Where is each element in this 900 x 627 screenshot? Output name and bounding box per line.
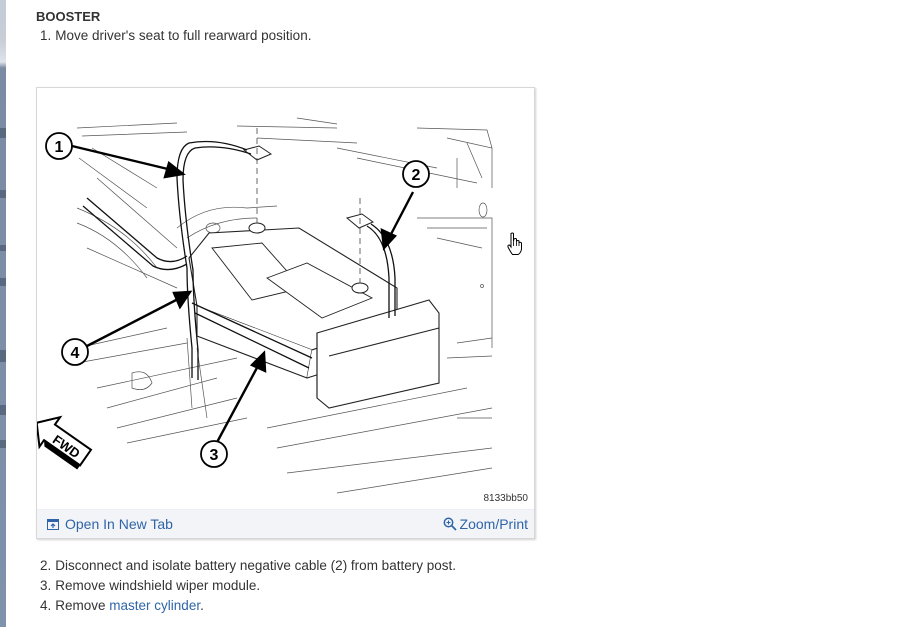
step-text: Remove windshield wiper module. xyxy=(55,578,261,593)
step-text: Move driver's seat to full rearward posi… xyxy=(55,28,312,43)
step-text: Disconnect and isolate battery negative … xyxy=(55,558,456,573)
step-item: 1.Move driver's seat to full rearward po… xyxy=(40,26,896,46)
step-number: 3. xyxy=(40,578,52,593)
figure-caption-bar: Open In New Tab Zoom/Print xyxy=(37,509,534,538)
hand-pointer-cursor-icon xyxy=(507,232,522,255)
zoom-print-label: Zoom/Print xyxy=(459,516,528,532)
zoom-print-link[interactable]: Zoom/Print xyxy=(443,516,528,532)
procedure-section: BOOSTER 1.Move driver's seat to full rea… xyxy=(36,8,896,46)
callout-4: 4 xyxy=(71,345,80,362)
step-item: 4.Remove master cylinder. xyxy=(40,596,456,616)
battery-diagram-image[interactable]: 1 2 4 3 FWD 8133bb50 xyxy=(37,88,534,508)
step-number: 1. xyxy=(40,28,52,43)
callout-1: 1 xyxy=(55,139,64,156)
step-item: 3.Remove windshield wiper module. xyxy=(40,576,456,596)
step-item: 2.Disconnect and isolate battery negativ… xyxy=(40,556,456,576)
open-in-new-tab-label: Open In New Tab xyxy=(65,516,173,532)
callout-3: 3 xyxy=(210,447,219,464)
master-cylinder-link[interactable]: master cylinder xyxy=(109,598,201,613)
step-text-prefix: Remove xyxy=(55,598,110,613)
zoom-in-magnifier-icon xyxy=(443,517,457,531)
forward-direction-arrow-icon: FWD xyxy=(37,415,93,470)
battery-line-drawing: 1 2 4 3 FWD xyxy=(37,117,493,494)
step-number: 2. xyxy=(40,558,52,573)
procedure-steps-continued: 2.Disconnect and isolate battery negativ… xyxy=(36,556,456,616)
callout-2: 2 xyxy=(412,167,421,184)
window-edge-strip xyxy=(0,0,6,627)
open-in-new-tab-icon xyxy=(47,518,59,530)
figure-code: 8133bb50 xyxy=(483,493,529,504)
figure-battery-diagram: 1 2 4 3 FWD 8133bb50 Open In New Tab xyxy=(36,87,535,539)
section-title: BOOSTER xyxy=(36,9,101,24)
open-in-new-tab-link[interactable]: Open In New Tab xyxy=(47,516,173,532)
step-number: 4. xyxy=(40,598,52,613)
step-text-suffix: . xyxy=(200,598,204,613)
